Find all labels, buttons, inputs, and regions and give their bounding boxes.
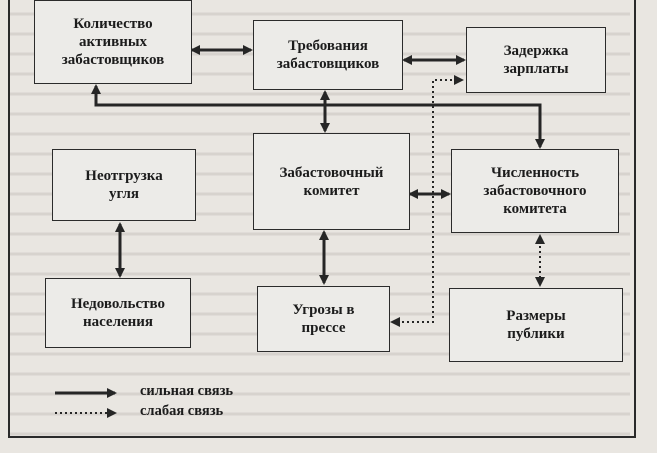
node-no-coal-label: Неотгрузка угля — [85, 168, 163, 202]
node-discontent-label: Недовольство населения — [70, 296, 165, 330]
node-committee-size: Численность забастовочного комитета — [451, 149, 619, 233]
legend-strong-label: сильная связь — [140, 383, 234, 399]
node-discontent: Недовольство населения — [45, 278, 191, 348]
node-wage-delay-label: Задержка зарплаты — [503, 43, 569, 77]
link-active-committee-size — [91, 84, 545, 149]
node-no-coal: Неотгрузка угля — [52, 149, 196, 221]
node-committee-label: Забастовочный комитет — [279, 164, 384, 199]
node-wage-delay: Задержка зарплаты — [466, 27, 606, 93]
legend-weak-label: слабая связь — [140, 403, 224, 419]
link-wage-press — [390, 75, 464, 327]
node-publicity-label: Размеры публики — [506, 308, 566, 342]
node-committee: Забастовочный комитет — [253, 133, 410, 230]
node-demands: Требования забастовщиков — [253, 20, 403, 90]
node-active-strikers-label: Количество активных забастовщиков — [61, 16, 165, 68]
node-demands-label: Требования забастовщиков — [276, 38, 380, 72]
node-press-threats: Угрозы в прессе — [257, 286, 390, 352]
node-committee-size-label: Численность забастовочного комитета — [483, 165, 587, 217]
node-press-threats-label: Угрозы в прессе — [292, 302, 355, 336]
diagram-frame — [8, 0, 636, 438]
node-publicity: Размеры публики — [449, 288, 623, 362]
node-active-strikers: Количество активных забастовщиков — [34, 0, 192, 84]
